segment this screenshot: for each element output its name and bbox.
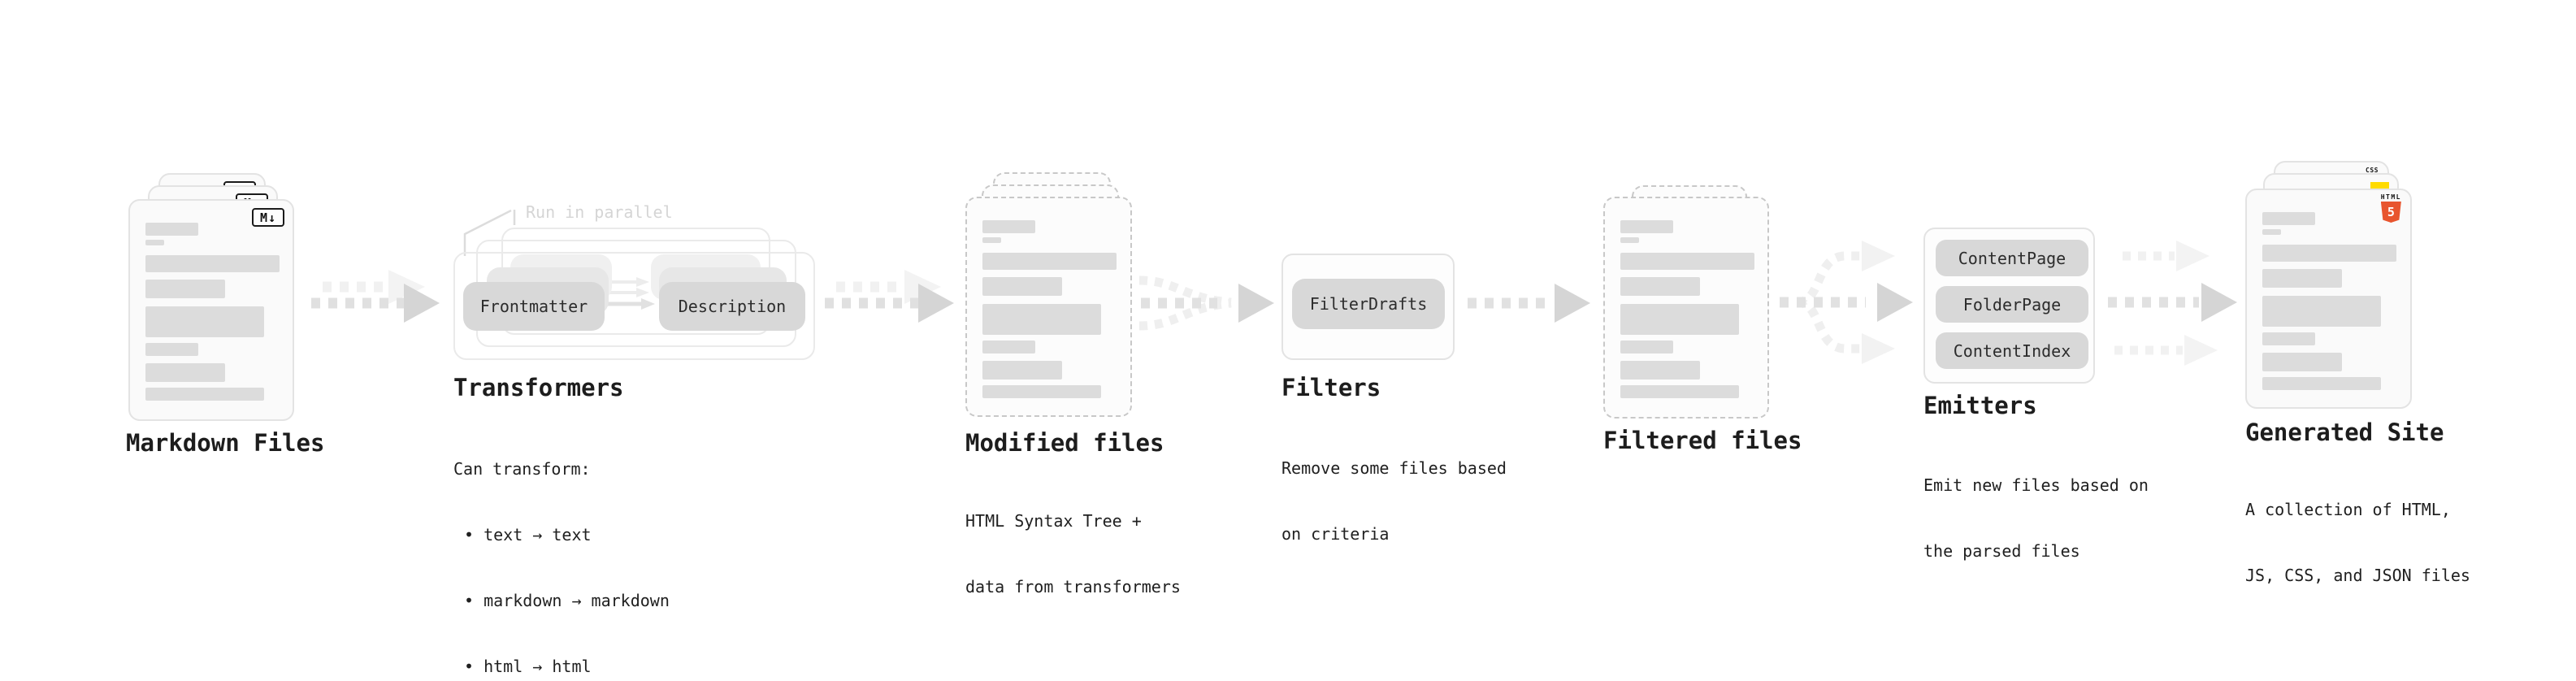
skeleton-text-line: [145, 240, 164, 245]
filters-desc-line: Remove some files based: [1281, 458, 1507, 478]
parallel-label-leader-line: [463, 209, 516, 256]
transform-bullet: • html → html: [464, 657, 592, 676]
html5-icon-label: HTML: [2380, 193, 2401, 201]
skeleton-text-line: [2262, 332, 2315, 345]
skeleton-text-line: [2262, 377, 2381, 390]
skeleton-text-line: [982, 277, 1062, 296]
generated-site-desc-line: A collection of HTML,: [2245, 500, 2451, 519]
transformers-title: Transformers: [453, 374, 624, 401]
skeleton-text-line: [145, 363, 225, 382]
skeleton-text-line: [145, 343, 198, 356]
arrow-filters-to-filtered: [1468, 284, 1590, 323]
skeleton-text-line: [2262, 296, 2381, 327]
generated-site-title: Generated Site: [2245, 419, 2444, 446]
markdown-files-title: Markdown Files: [126, 429, 325, 457]
modified-files-desc-line: HTML Syntax Tree +: [965, 511, 1142, 531]
js-file-icon: [2370, 182, 2389, 191]
skeleton-text-line: [1620, 361, 1700, 380]
contentindex-emitter-pill: ContentIndex: [1936, 332, 2088, 369]
modified-files-description: HTML Syntax Tree + data from transformer…: [965, 466, 1181, 642]
skeleton-text-line: [982, 237, 1001, 243]
frontmatter-transformer-pill: Frontmatter: [463, 282, 605, 331]
skeleton-text-line: [145, 388, 264, 401]
generated-site-description: A collection of HTML, JS, CSS, and JSON …: [2245, 455, 2470, 631]
arrow-markdown-to-transformers: [311, 270, 440, 323]
skeleton-text-line: [1620, 340, 1673, 354]
filters-desc-line: on criteria: [1281, 524, 1390, 544]
folderpage-emitter-pill: FolderPage: [1936, 286, 2088, 323]
arrow-transformers-to-modified: [825, 270, 954, 323]
contentpage-emitter-pill: ContentPage: [1936, 240, 2088, 276]
emitters-desc-line: Emit new files based on: [1923, 475, 2149, 495]
skeleton-text-line: [1620, 277, 1700, 296]
emitters-title: Emitters: [1923, 392, 2037, 419]
filters-card: FilterDrafts: [1281, 254, 1455, 360]
html5-icon: HTML 5: [2381, 194, 2401, 223]
emitters-card: ContentPage FolderPage ContentIndex: [1923, 228, 2095, 384]
run-in-parallel-label: Run in parallel: [526, 202, 673, 222]
transformer-box-front: Frontmatter Description: [453, 252, 815, 360]
markdown-icon: M↓: [252, 208, 284, 227]
arrow-modified-to-filters: [1138, 275, 1274, 331]
html5-icon-shield: 5: [2380, 202, 2401, 223]
skeleton-text-line: [145, 280, 225, 298]
generated-site-desc-line: JS, CSS, and JSON files: [2245, 566, 2470, 585]
skeleton-text-line: [2262, 245, 2396, 262]
transform-bullet: • markdown → markdown: [464, 591, 670, 610]
modified-files-desc-line: data from transformers: [965, 577, 1181, 596]
transformers-description: Can transform: • text → text • markdown …: [453, 414, 670, 681]
modified-files-title: Modified files: [965, 429, 1164, 457]
skeleton-text-line: [1620, 253, 1754, 270]
skeleton-text-line: [982, 340, 1035, 354]
skeleton-text-line: [982, 385, 1101, 398]
modified-file-card-front: [965, 197, 1132, 417]
filters-description: Remove some files based on criteria: [1281, 414, 1507, 589]
transformers-desc-heading: Can transform:: [453, 459, 591, 479]
skeleton-text-line: [1620, 237, 1639, 243]
skeleton-text-line: [1620, 385, 1739, 398]
skeleton-text-line: [982, 304, 1101, 335]
skeleton-text-line: [2262, 229, 2281, 235]
markdown-file-card-front: M↓: [128, 199, 294, 421]
filtered-files-title: Filtered files: [1603, 427, 1802, 454]
skeleton-text-line: [1620, 220, 1673, 233]
skeleton-text-line: [982, 361, 1062, 380]
filterdrafts-pill: FilterDrafts: [1292, 279, 1445, 329]
transform-bullet: • text → text: [464, 525, 592, 544]
emitters-desc-line: the parsed files: [1923, 541, 2080, 561]
skeleton-text-line: [145, 255, 280, 272]
skeleton-text-line: [982, 220, 1035, 233]
skeleton-text-line: [145, 223, 198, 236]
skeleton-text-line: [2262, 269, 2342, 288]
description-transformer-pill: Description: [659, 282, 805, 331]
skeleton-text-line: [145, 306, 264, 337]
emitters-description: Emit new files based on the parsed files: [1923, 431, 2149, 606]
skeleton-text-line: [2262, 353, 2342, 371]
skeleton-text-line: [2262, 212, 2315, 225]
filters-title: Filters: [1281, 374, 1381, 401]
skeleton-text-line: [982, 253, 1117, 270]
arrow-filtered-to-emitters: [1780, 241, 1913, 364]
filtered-file-card-front: [1603, 197, 1769, 419]
skeleton-text-line: [1620, 304, 1739, 335]
html-file-card-front: HTML 5: [2245, 189, 2412, 409]
arrow-emitters-to-generated: [2108, 241, 2237, 366]
css-icon-label: CSS: [2366, 167, 2379, 174]
